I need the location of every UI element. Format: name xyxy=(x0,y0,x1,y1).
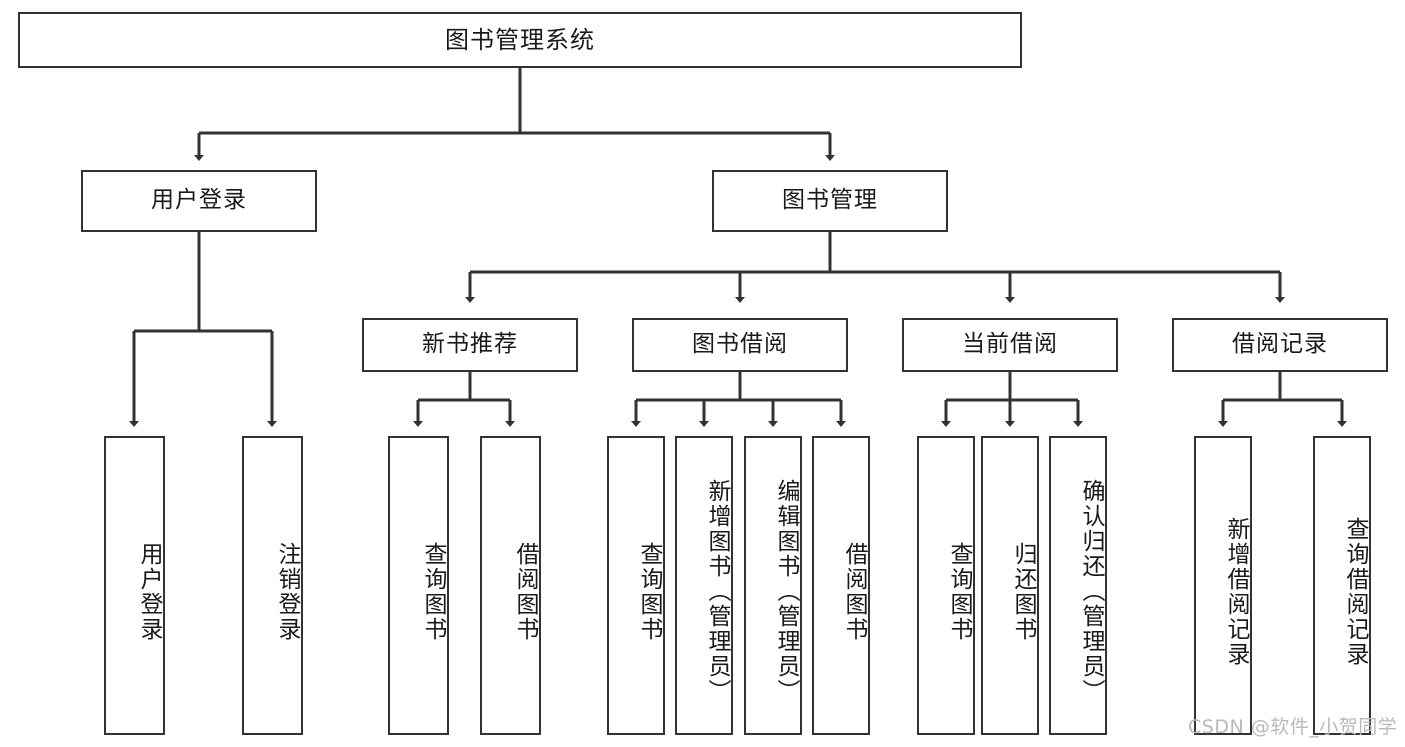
leaf-new-book-borrow-label: 借阅图书 xyxy=(512,541,538,642)
leaf-book-borrow-add[interactable]: 新增图书（管理员） xyxy=(675,436,733,735)
node-new-book-recommend[interactable]: 新书推荐 xyxy=(362,318,578,372)
leaf-current-borrow-return[interactable]: 归还图书 xyxy=(981,436,1039,735)
leaf-book-borrow-query-label: 查询图书 xyxy=(636,541,662,642)
leaf-user-login-signout-label: 注销登录 xyxy=(274,541,300,642)
leaf-current-borrow-query-label: 查询图书 xyxy=(946,541,972,642)
leaf-current-borrow-confirm-label: 确认归还（管理员） xyxy=(1078,479,1104,704)
node-borrow-record-label: 借阅记录 xyxy=(1232,331,1328,358)
node-borrow-record[interactable]: 借阅记录 xyxy=(1172,318,1388,372)
node-current-borrow-label: 当前借阅 xyxy=(962,331,1058,358)
node-book-borrow-label: 图书借阅 xyxy=(692,331,788,358)
leaf-borrow-record-query-label: 查询借阅记录 xyxy=(1342,516,1368,667)
leaf-book-borrow-edit[interactable]: 编辑图书（管理员） xyxy=(744,436,802,735)
node-book-management[interactable]: 图书管理 xyxy=(712,170,948,232)
leaf-borrow-record-add[interactable]: 新增借阅记录 xyxy=(1194,436,1252,735)
leaf-user-login-signin[interactable]: 用户登录 xyxy=(104,436,165,735)
node-user-login[interactable]: 用户登录 xyxy=(81,170,317,232)
node-root[interactable]: 图书管理系统 xyxy=(18,12,1022,68)
node-current-borrow[interactable]: 当前借阅 xyxy=(902,318,1118,372)
leaf-user-login-signin-label: 用户登录 xyxy=(136,541,162,642)
leaf-new-book-borrow[interactable]: 借阅图书 xyxy=(480,436,541,735)
leaf-book-borrow-add-label: 新增图书（管理员） xyxy=(704,479,730,704)
leaf-borrow-record-add-label: 新增借阅记录 xyxy=(1223,516,1249,667)
leaf-borrow-record-query[interactable]: 查询借阅记录 xyxy=(1313,436,1371,735)
leaf-book-borrow-lend-label: 借阅图书 xyxy=(841,541,867,642)
leaf-user-login-signout[interactable]: 注销登录 xyxy=(242,436,303,735)
node-new-book-recommend-label: 新书推荐 xyxy=(422,331,518,358)
leaf-current-borrow-confirm[interactable]: 确认归还（管理员） xyxy=(1049,436,1107,735)
leaf-current-borrow-return-label: 归还图书 xyxy=(1010,541,1036,642)
leaf-book-borrow-lend[interactable]: 借阅图书 xyxy=(812,436,870,735)
node-user-login-label: 用户登录 xyxy=(151,187,247,214)
leaf-new-book-query[interactable]: 查询图书 xyxy=(388,436,449,735)
leaf-book-borrow-edit-label: 编辑图书（管理员） xyxy=(773,479,799,704)
node-book-management-label: 图书管理 xyxy=(782,187,878,214)
leaf-new-book-query-label: 查询图书 xyxy=(420,541,446,642)
node-book-borrow[interactable]: 图书借阅 xyxy=(632,318,848,372)
node-root-label: 图书管理系统 xyxy=(445,25,595,54)
leaf-current-borrow-query[interactable]: 查询图书 xyxy=(917,436,975,735)
leaf-book-borrow-query[interactable]: 查询图书 xyxy=(607,436,665,735)
